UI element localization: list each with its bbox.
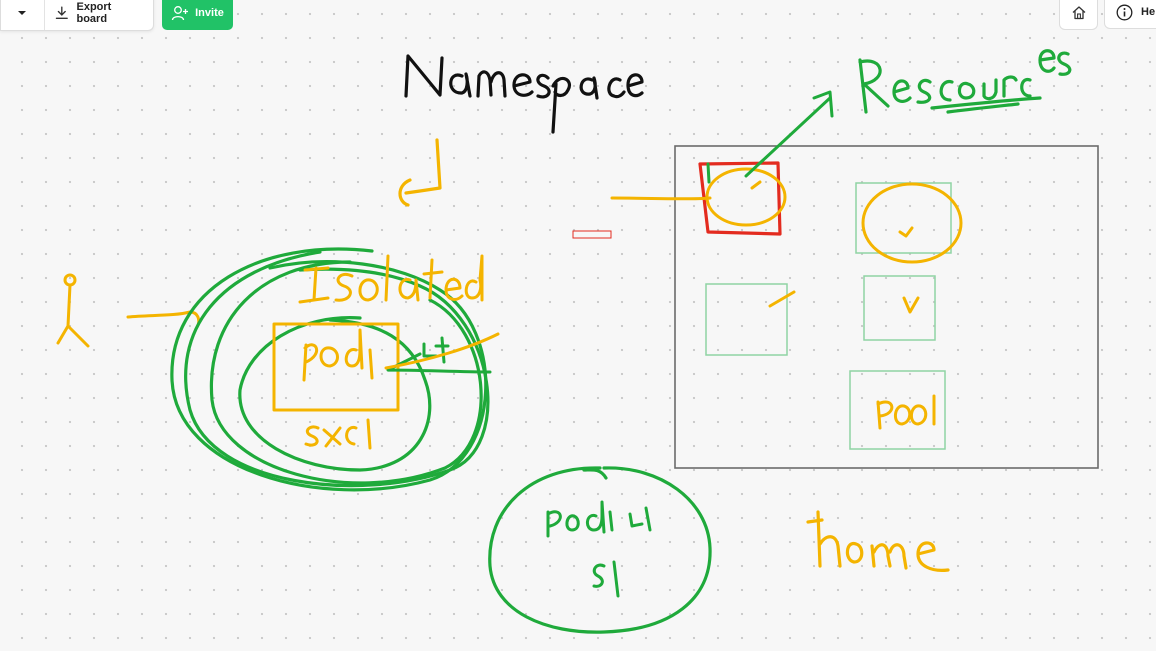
bottom-green-circle [488, 466, 712, 634]
add-user-icon [171, 6, 189, 21]
pool-box [849, 370, 946, 450]
green-tick [706, 162, 711, 184]
yellow-dash-mark [768, 290, 796, 308]
pod1-box [272, 322, 400, 412]
yellow-check-mark-3 [902, 296, 920, 314]
resource-box-top-right [855, 182, 952, 254]
yellow-check-mark-2 [898, 226, 914, 238]
svc1-handwriting [304, 418, 372, 450]
invite-button[interactable]: Invite [162, 0, 233, 30]
home-icon [1072, 6, 1085, 20]
yellow-check-mark [750, 180, 762, 190]
yellow-hook-doodle [398, 138, 442, 207]
pool-handwriting [876, 394, 936, 430]
pod1-u1-handwriting [546, 500, 652, 538]
help-button[interactable]: He [1104, 0, 1156, 29]
resources-handwriting [858, 49, 1072, 114]
namespace-handwriting [404, 54, 644, 134]
resources-arrow [744, 90, 834, 178]
download-icon [55, 6, 68, 20]
red-resource-box [698, 161, 782, 236]
yellow-resource-circle [705, 167, 787, 227]
yellow-pointer-arrow [610, 196, 712, 201]
s1-handwriting [592, 560, 620, 598]
namespace-boundary [674, 145, 1099, 469]
pod1-pointer-yellow [384, 332, 500, 370]
home-handwriting [806, 510, 950, 572]
yellow-resource-circle-2 [861, 182, 963, 264]
export-board-button[interactable]: Export board [45, 1, 153, 25]
chevron-down-icon [18, 11, 27, 15]
export-board-label: Export board [76, 1, 112, 25]
pod1-handwriting [302, 328, 374, 382]
resource-box-middle-right [863, 275, 936, 341]
isolated-handwriting [298, 254, 484, 304]
small-red-rectangle [572, 230, 612, 239]
isolated-green-oval [170, 247, 490, 492]
home-button[interactable] [1059, 0, 1098, 30]
info-icon [1116, 4, 1133, 20]
help-label: He [1141, 6, 1156, 18]
board-menu-dropdown[interactable] [1, 0, 45, 30]
invite-label: Invite [195, 7, 224, 19]
resource-box-middle-left [705, 283, 788, 356]
board-toolbar: Export board [0, 0, 154, 31]
u1-handwriting [422, 336, 450, 364]
user-stick-figure [56, 273, 90, 348]
